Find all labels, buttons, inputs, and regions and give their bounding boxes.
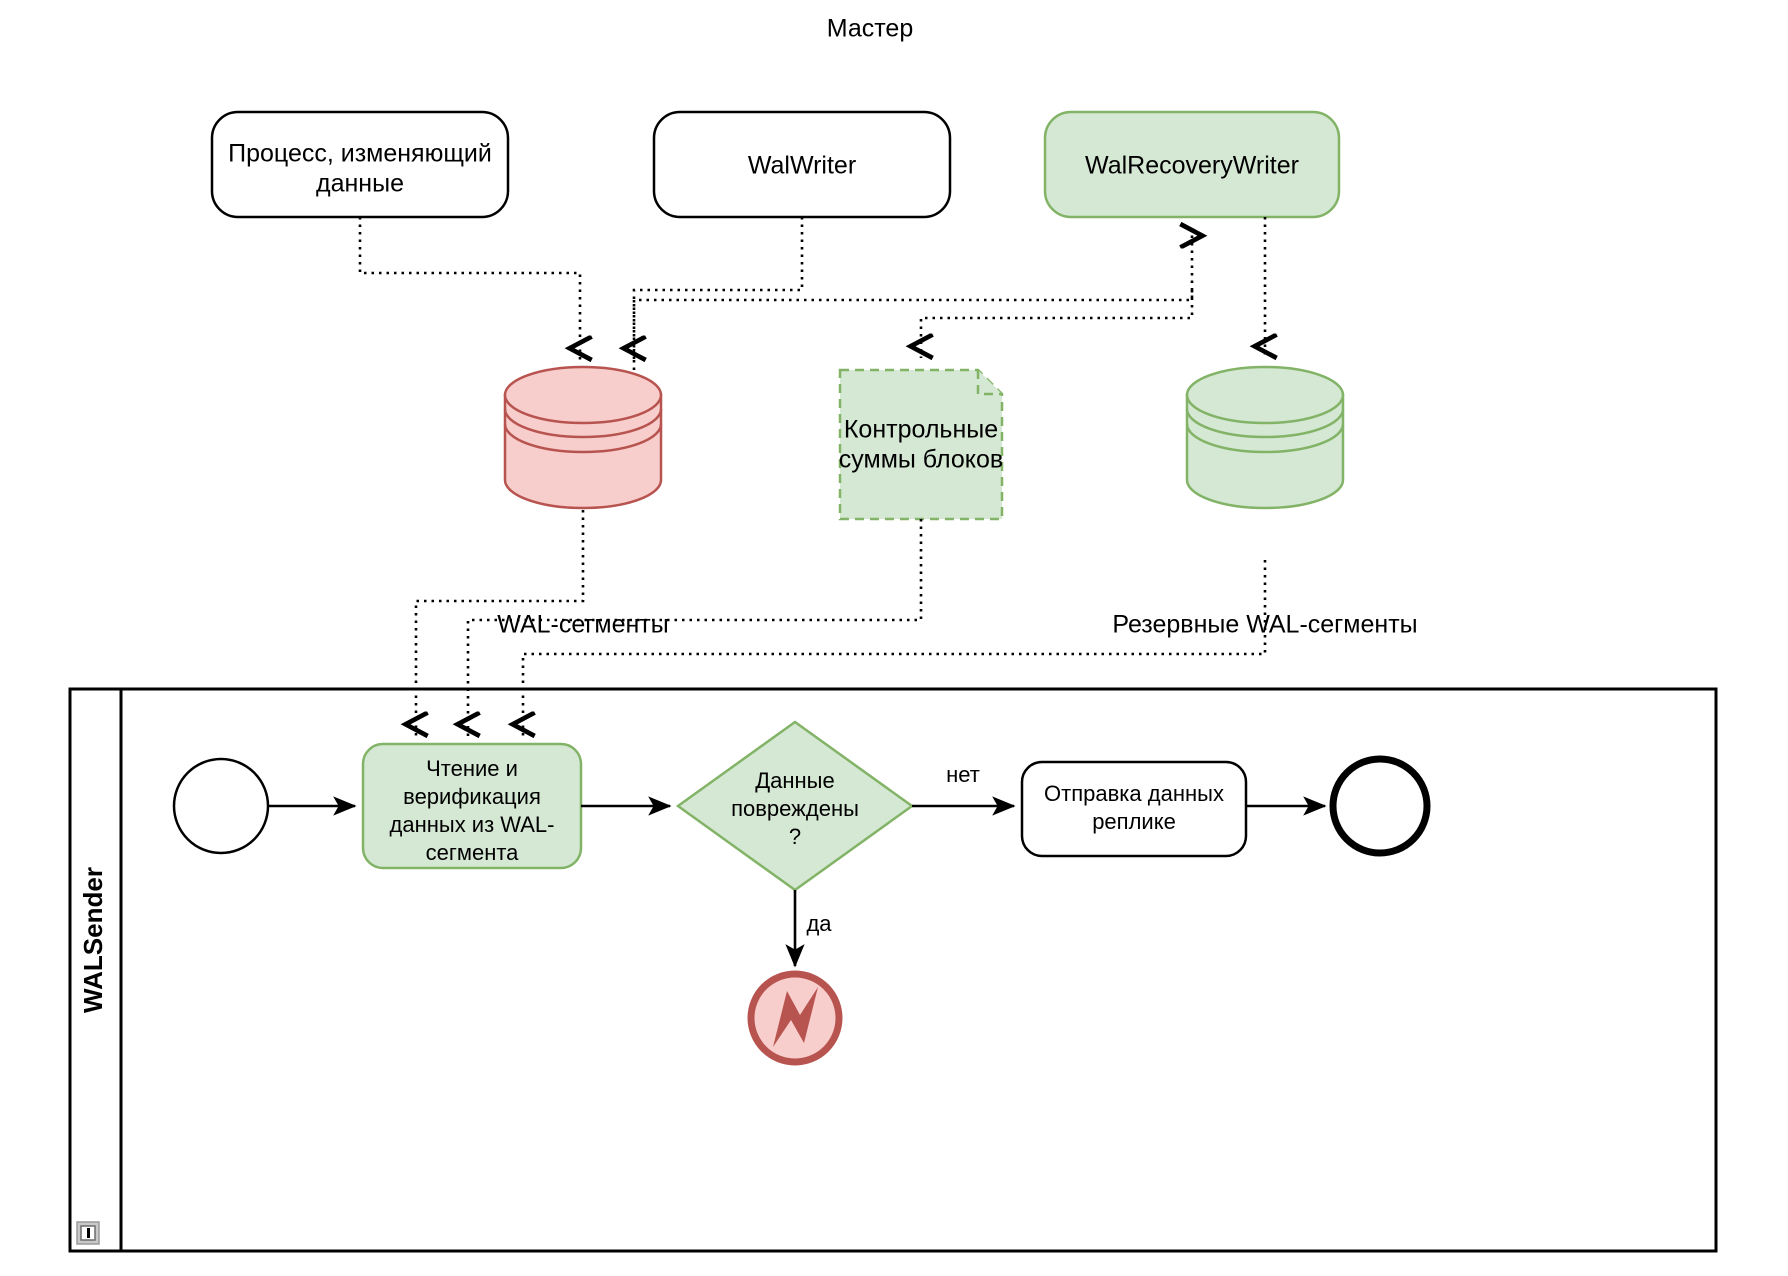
wal-segments-store[interactable]: WAL-сегменты bbox=[497, 365, 669, 639]
pool-walsender: WALSender bbox=[68, 687, 1718, 1253]
collapse-icon[interactable] bbox=[76, 1221, 100, 1245]
node-walwriter[interactable]: WalWriter bbox=[652, 110, 952, 219]
node-process-modifying-data-label-line2: данные bbox=[316, 170, 404, 198]
task-read-verify-line2: верификация bbox=[403, 784, 541, 809]
task-read-verify[interactable]: Чтение и верификация данных из WAL- сегм… bbox=[361, 742, 583, 870]
error-end-event[interactable] bbox=[747, 970, 843, 1066]
node-walrecoverywriter[interactable]: WalRecoveryWriter bbox=[1043, 110, 1341, 219]
task-send-line2: реплике bbox=[1092, 809, 1176, 834]
assoc-process-to-wal-segments bbox=[358, 217, 580, 360]
node-walrecoverywriter-label: WalRecoveryWriter bbox=[1085, 152, 1299, 180]
block-checksums-note-label-line2: суммы блоков bbox=[839, 446, 1003, 474]
assoc-wal-segments-to-walrecoverywriter bbox=[632, 224, 1192, 370]
end-event[interactable] bbox=[1329, 755, 1431, 857]
gateway-data-corrupted[interactable]: Данные повреждены ? bbox=[675, 720, 915, 892]
node-walwriter-label: WalWriter bbox=[748, 152, 856, 180]
gateway-label-line3: ? bbox=[789, 824, 801, 849]
task-send-line1: Отправка данных bbox=[1044, 781, 1224, 806]
block-checksums-note-label-line1: Контрольные bbox=[844, 416, 998, 444]
block-checksums-note[interactable]: Контрольные суммы блоков bbox=[838, 368, 1004, 521]
task-read-verify-line3: данных из WAL- bbox=[390, 812, 555, 837]
wal-segments-store-caption: WAL-сегменты bbox=[497, 611, 668, 639]
assoc-wal-segments-to-read-task bbox=[416, 510, 585, 736]
task-read-verify-line1: Чтение и bbox=[426, 756, 518, 781]
flow-label-yes: да bbox=[806, 911, 832, 936]
start-event[interactable] bbox=[172, 757, 270, 855]
pool-walsender-label: WALSender bbox=[78, 867, 108, 1013]
lightning-bolt-icon bbox=[773, 987, 818, 1047]
backup-wal-segments-store-caption: Резервные WAL-сегменты bbox=[1112, 611, 1417, 639]
gateway-label-line1: Данные bbox=[755, 768, 834, 793]
node-process-modifying-data-label-line1: Процесс, изменяющий bbox=[228, 140, 492, 168]
task-read-verify-line4: сегмента bbox=[426, 840, 520, 865]
backup-wal-segments-store[interactable]: Резервные WAL-сегменты bbox=[1112, 365, 1418, 639]
flow-label-no: нет bbox=[946, 762, 980, 787]
node-process-modifying-data[interactable]: Процесс, изменяющий данные bbox=[210, 110, 510, 219]
assoc-backup-segments-to-read-task bbox=[523, 560, 1267, 736]
task-send-data-to-replica[interactable]: Отправка данных реплике bbox=[1020, 760, 1248, 858]
assoc-walwriter-to-wal-segments bbox=[634, 217, 804, 360]
page-title: Мастер bbox=[827, 15, 914, 43]
gateway-label-line2: повреждены bbox=[731, 796, 859, 821]
